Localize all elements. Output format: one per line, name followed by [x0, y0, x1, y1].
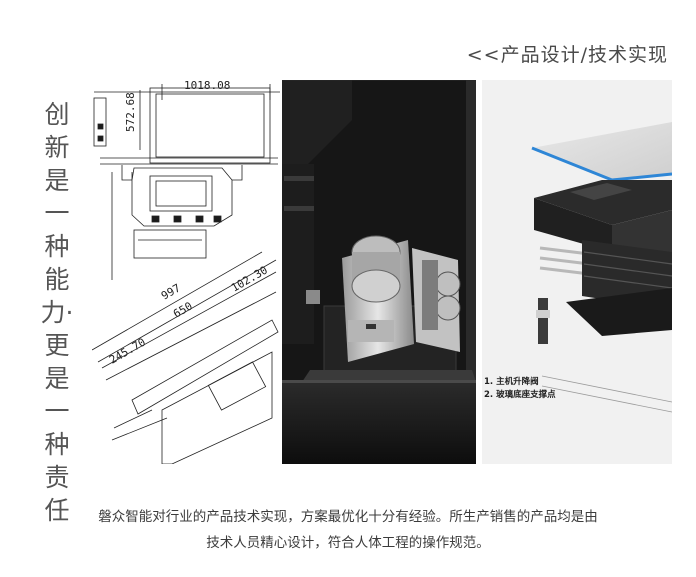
- caption-line-1: 磐众智能对行业的产品技术实现，方案最优化十分有经验。所生产销售的产品均是由: [98, 509, 598, 525]
- legend-item-1: 1. 主机升降阀: [484, 376, 539, 387]
- caption-line-2: 技术人员精心设计，符合人体工程的操作规范。: [206, 535, 490, 551]
- lift-mechanism-render: [282, 80, 476, 464]
- vertical-slogan: 创新是一种能力·更是一种责任: [40, 100, 74, 525]
- dimension-label: 572.68: [124, 92, 137, 132]
- exploded-view-panel: 1. 主机升降阀 2. 玻璃底座支撑点: [482, 80, 672, 464]
- technical-drawing: 1018.08 572.68 997 650 102.30 245.70: [92, 80, 280, 464]
- section-title: <<产品设计/技术实现: [466, 44, 668, 66]
- exploded-view: 1. 主机升降阀 2. 玻璃底座支撑点: [482, 80, 672, 464]
- mechanism-render-panel: [282, 80, 476, 464]
- technical-drawing-panel: 1018.08 572.68 997 650 102.30 245.70: [92, 80, 282, 464]
- dimension-label: 245.70: [107, 335, 148, 366]
- dimension-label: 1018.08: [184, 80, 230, 92]
- legend-item-2: 2. 玻璃底座支撑点: [484, 389, 556, 400]
